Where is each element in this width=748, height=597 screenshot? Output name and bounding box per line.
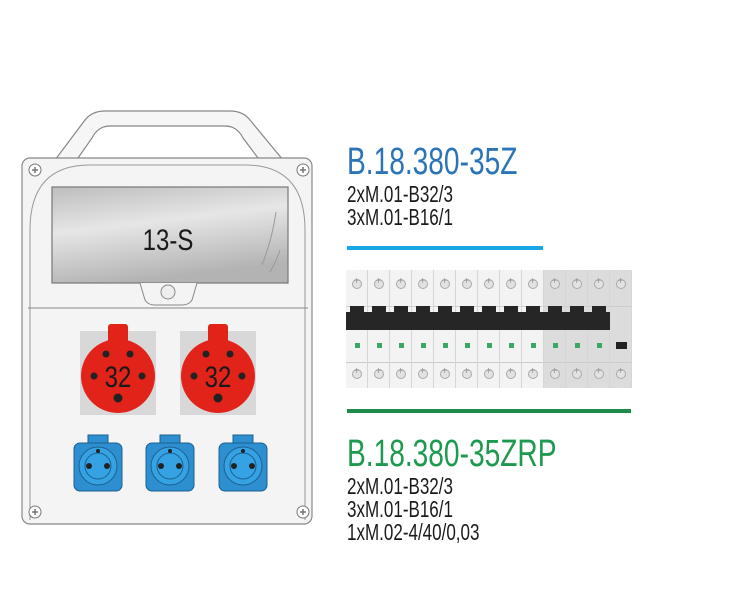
screw-icon [296, 163, 310, 177]
breaker-toggle[interactable] [500, 306, 522, 330]
screw-icon [296, 505, 310, 519]
breaker-module [478, 270, 500, 388]
circuit-breaker-strip [346, 270, 632, 388]
variant-1-code: B.18.380-35Z [347, 141, 518, 183]
variant-2-divider [347, 409, 631, 413]
window-label: 13-S [143, 222, 194, 256]
breaker-toggle[interactable] [368, 306, 390, 330]
status-indicator [552, 343, 558, 348]
status-indicator [530, 343, 536, 348]
status-indicator [508, 343, 514, 348]
socket-rating-label: 32 [105, 359, 132, 393]
variant-1-line: 2xM.01-B32/3 [347, 181, 453, 207]
breaker-toggle[interactable] [390, 306, 412, 330]
breaker-module [346, 270, 368, 388]
breaker-module [412, 270, 434, 388]
red-cee-socket-32a[interactable]: 32 [80, 324, 156, 415]
breaker-module [544, 270, 566, 388]
variant-2-line: 2xM.01-B32/3 [347, 473, 453, 499]
screw-icon [28, 163, 42, 177]
breaker-toggle[interactable] [456, 306, 478, 330]
distribution-box-illustration: 13-S 32 32 [21, 110, 313, 525]
variant-2-line: 1xM.02-4/40/0,03 [347, 519, 480, 545]
breaker-module [456, 270, 478, 388]
variant-2-code: B.18.380-35ZRP [347, 433, 557, 475]
lock-icon[interactable] [160, 284, 176, 300]
variant-1-divider [347, 246, 543, 250]
blue-schuko-socket[interactable] [218, 434, 268, 492]
status-indicator [442, 343, 448, 348]
breaker-toggle[interactable] [522, 306, 544, 330]
status-indicator [486, 343, 492, 348]
breaker-toggle[interactable] [588, 306, 610, 330]
status-indicator [464, 343, 470, 348]
breaker-toggle[interactable] [346, 306, 368, 330]
breaker-module [434, 270, 456, 388]
screw-icon [28, 505, 42, 519]
breaker-module [588, 270, 610, 388]
breaker-module [566, 270, 588, 388]
status-indicator [574, 343, 580, 348]
test-button[interactable] [615, 342, 627, 349]
carry-handle [54, 110, 284, 161]
blue-schuko-socket[interactable] [145, 434, 195, 492]
variant-1-line: 3xM.01-B16/1 [347, 204, 453, 230]
breaker-module [390, 270, 412, 388]
breaker-toggle[interactable] [544, 306, 566, 330]
status-indicator [376, 343, 382, 348]
breaker-module [522, 270, 544, 388]
breaker-module [500, 270, 522, 388]
socket-rating-label: 32 [205, 359, 232, 393]
blue-schuko-socket[interactable] [73, 434, 123, 492]
status-indicator [596, 343, 602, 348]
breaker-toggle[interactable] [412, 306, 434, 330]
red-cee-socket-32a[interactable]: 32 [180, 324, 256, 415]
status-indicator [354, 343, 360, 348]
variant-2-line: 3xM.01-B16/1 [347, 496, 453, 522]
inspection-window[interactable] [51, 186, 289, 284]
status-indicator [420, 343, 426, 348]
breaker-module [368, 270, 390, 388]
breaker-module [610, 270, 632, 388]
breaker-toggle[interactable] [478, 306, 500, 330]
breaker-toggle[interactable] [566, 306, 588, 330]
breaker-toggle[interactable] [434, 306, 456, 330]
status-indicator [398, 343, 404, 348]
